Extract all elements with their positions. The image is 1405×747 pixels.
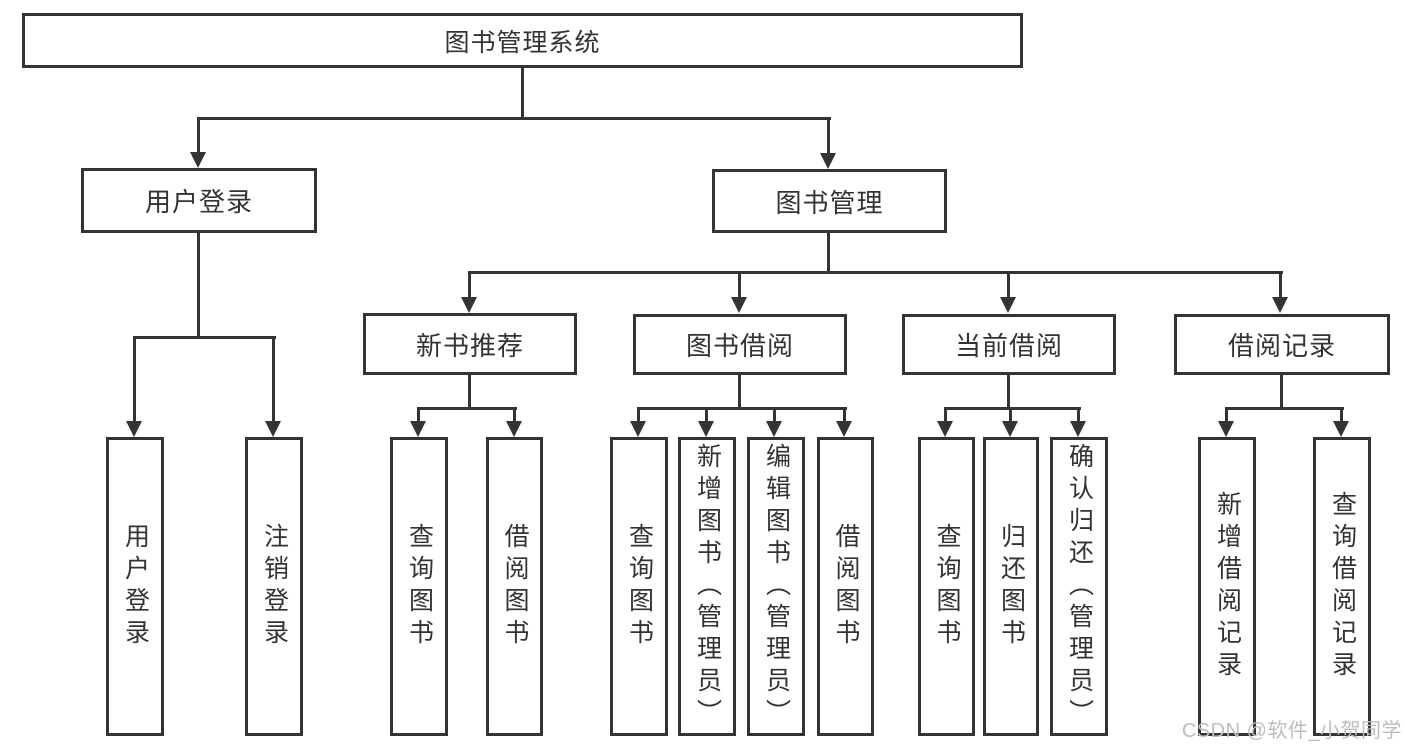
node-edit-book-admin: 编辑图书（管理员） bbox=[747, 437, 805, 736]
connector-line bbox=[944, 407, 947, 422]
connector-line bbox=[521, 68, 524, 120]
node-borrow-borrow-book: 借阅图书 bbox=[817, 437, 874, 736]
arrow-down-icon bbox=[1333, 421, 1349, 437]
arrow-down-icon bbox=[1218, 421, 1234, 437]
connector-line bbox=[773, 407, 776, 422]
node-query-borrow-record: 查询借阅记录 bbox=[1313, 437, 1371, 736]
connector-line bbox=[1007, 271, 1010, 298]
connector-line bbox=[1279, 271, 1282, 298]
arrow-down-icon bbox=[820, 153, 836, 169]
connector-line bbox=[417, 407, 517, 410]
arrow-down-icon bbox=[1002, 421, 1018, 437]
connector-line bbox=[1009, 407, 1012, 422]
connector-line bbox=[272, 336, 275, 422]
connector-line bbox=[1225, 407, 1228, 422]
node-add-book-admin: 新增图书（管理员） bbox=[678, 437, 736, 736]
connector-line bbox=[513, 407, 516, 422]
arrow-down-icon bbox=[410, 421, 426, 437]
connector-line bbox=[843, 407, 846, 422]
connector-line bbox=[133, 336, 136, 422]
arrow-down-icon bbox=[126, 421, 142, 437]
node-current-borrow: 当前借阅 bbox=[902, 314, 1116, 375]
connector-line bbox=[1225, 407, 1344, 410]
connector-line bbox=[944, 407, 1081, 410]
arrow-down-icon bbox=[461, 297, 477, 313]
node-user-login: 用户登录 bbox=[81, 168, 317, 233]
connector-line bbox=[197, 117, 831, 120]
connector-line bbox=[133, 336, 276, 339]
connector-line bbox=[827, 117, 830, 154]
connector-line bbox=[637, 407, 847, 410]
connector-line bbox=[827, 233, 830, 274]
node-user-login-leaf: 用户登录 bbox=[106, 437, 164, 736]
arrow-down-icon bbox=[766, 421, 782, 437]
node-library-management-system: 图书管理系统 bbox=[22, 13, 1023, 68]
connector-line bbox=[468, 271, 1283, 274]
node-book-borrow: 图书借阅 bbox=[633, 314, 847, 375]
node-logout: 注销登录 bbox=[245, 437, 303, 736]
arrow-down-icon bbox=[1272, 297, 1288, 313]
arrow-down-icon bbox=[1000, 297, 1016, 313]
connector-line bbox=[197, 233, 200, 339]
connector-line bbox=[705, 407, 708, 422]
node-new-book-recommend: 新书推荐 bbox=[363, 313, 577, 375]
arrow-down-icon bbox=[836, 421, 852, 437]
node-recommend-query-book: 查询图书 bbox=[390, 437, 448, 736]
connector-line bbox=[738, 271, 741, 298]
node-current-query-book: 查询图书 bbox=[918, 437, 975, 736]
connector-line bbox=[468, 375, 471, 410]
connector-line bbox=[197, 117, 200, 153]
node-borrow-records: 借阅记录 bbox=[1174, 314, 1390, 375]
arrow-down-icon bbox=[698, 421, 714, 437]
arrow-down-icon bbox=[630, 421, 646, 437]
node-confirm-return-admin: 确认归还（管理员） bbox=[1050, 437, 1108, 736]
connector-line bbox=[1340, 407, 1343, 422]
node-book-management: 图书管理 bbox=[712, 169, 947, 233]
arrow-down-icon bbox=[731, 297, 747, 313]
node-add-borrow-record: 新增借阅记录 bbox=[1198, 437, 1256, 736]
connector-line bbox=[637, 407, 640, 422]
node-recommend-borrow-book: 借阅图书 bbox=[486, 437, 543, 736]
csdn-watermark: CSDN @软件_小贺同学 bbox=[1181, 720, 1402, 742]
connector-line bbox=[417, 407, 420, 422]
connector-line bbox=[1077, 407, 1080, 422]
arrow-down-icon bbox=[1070, 421, 1086, 437]
connector-line bbox=[1280, 375, 1283, 410]
connector-line bbox=[1007, 375, 1010, 410]
node-borrow-query-book: 查询图书 bbox=[610, 437, 668, 736]
node-return-book: 归还图书 bbox=[983, 437, 1039, 736]
arrow-down-icon bbox=[190, 152, 206, 168]
connector-line bbox=[468, 271, 471, 298]
arrow-down-icon bbox=[265, 421, 281, 437]
arrow-down-icon bbox=[506, 421, 522, 437]
arrow-down-icon bbox=[937, 421, 953, 437]
connector-line bbox=[738, 375, 741, 410]
